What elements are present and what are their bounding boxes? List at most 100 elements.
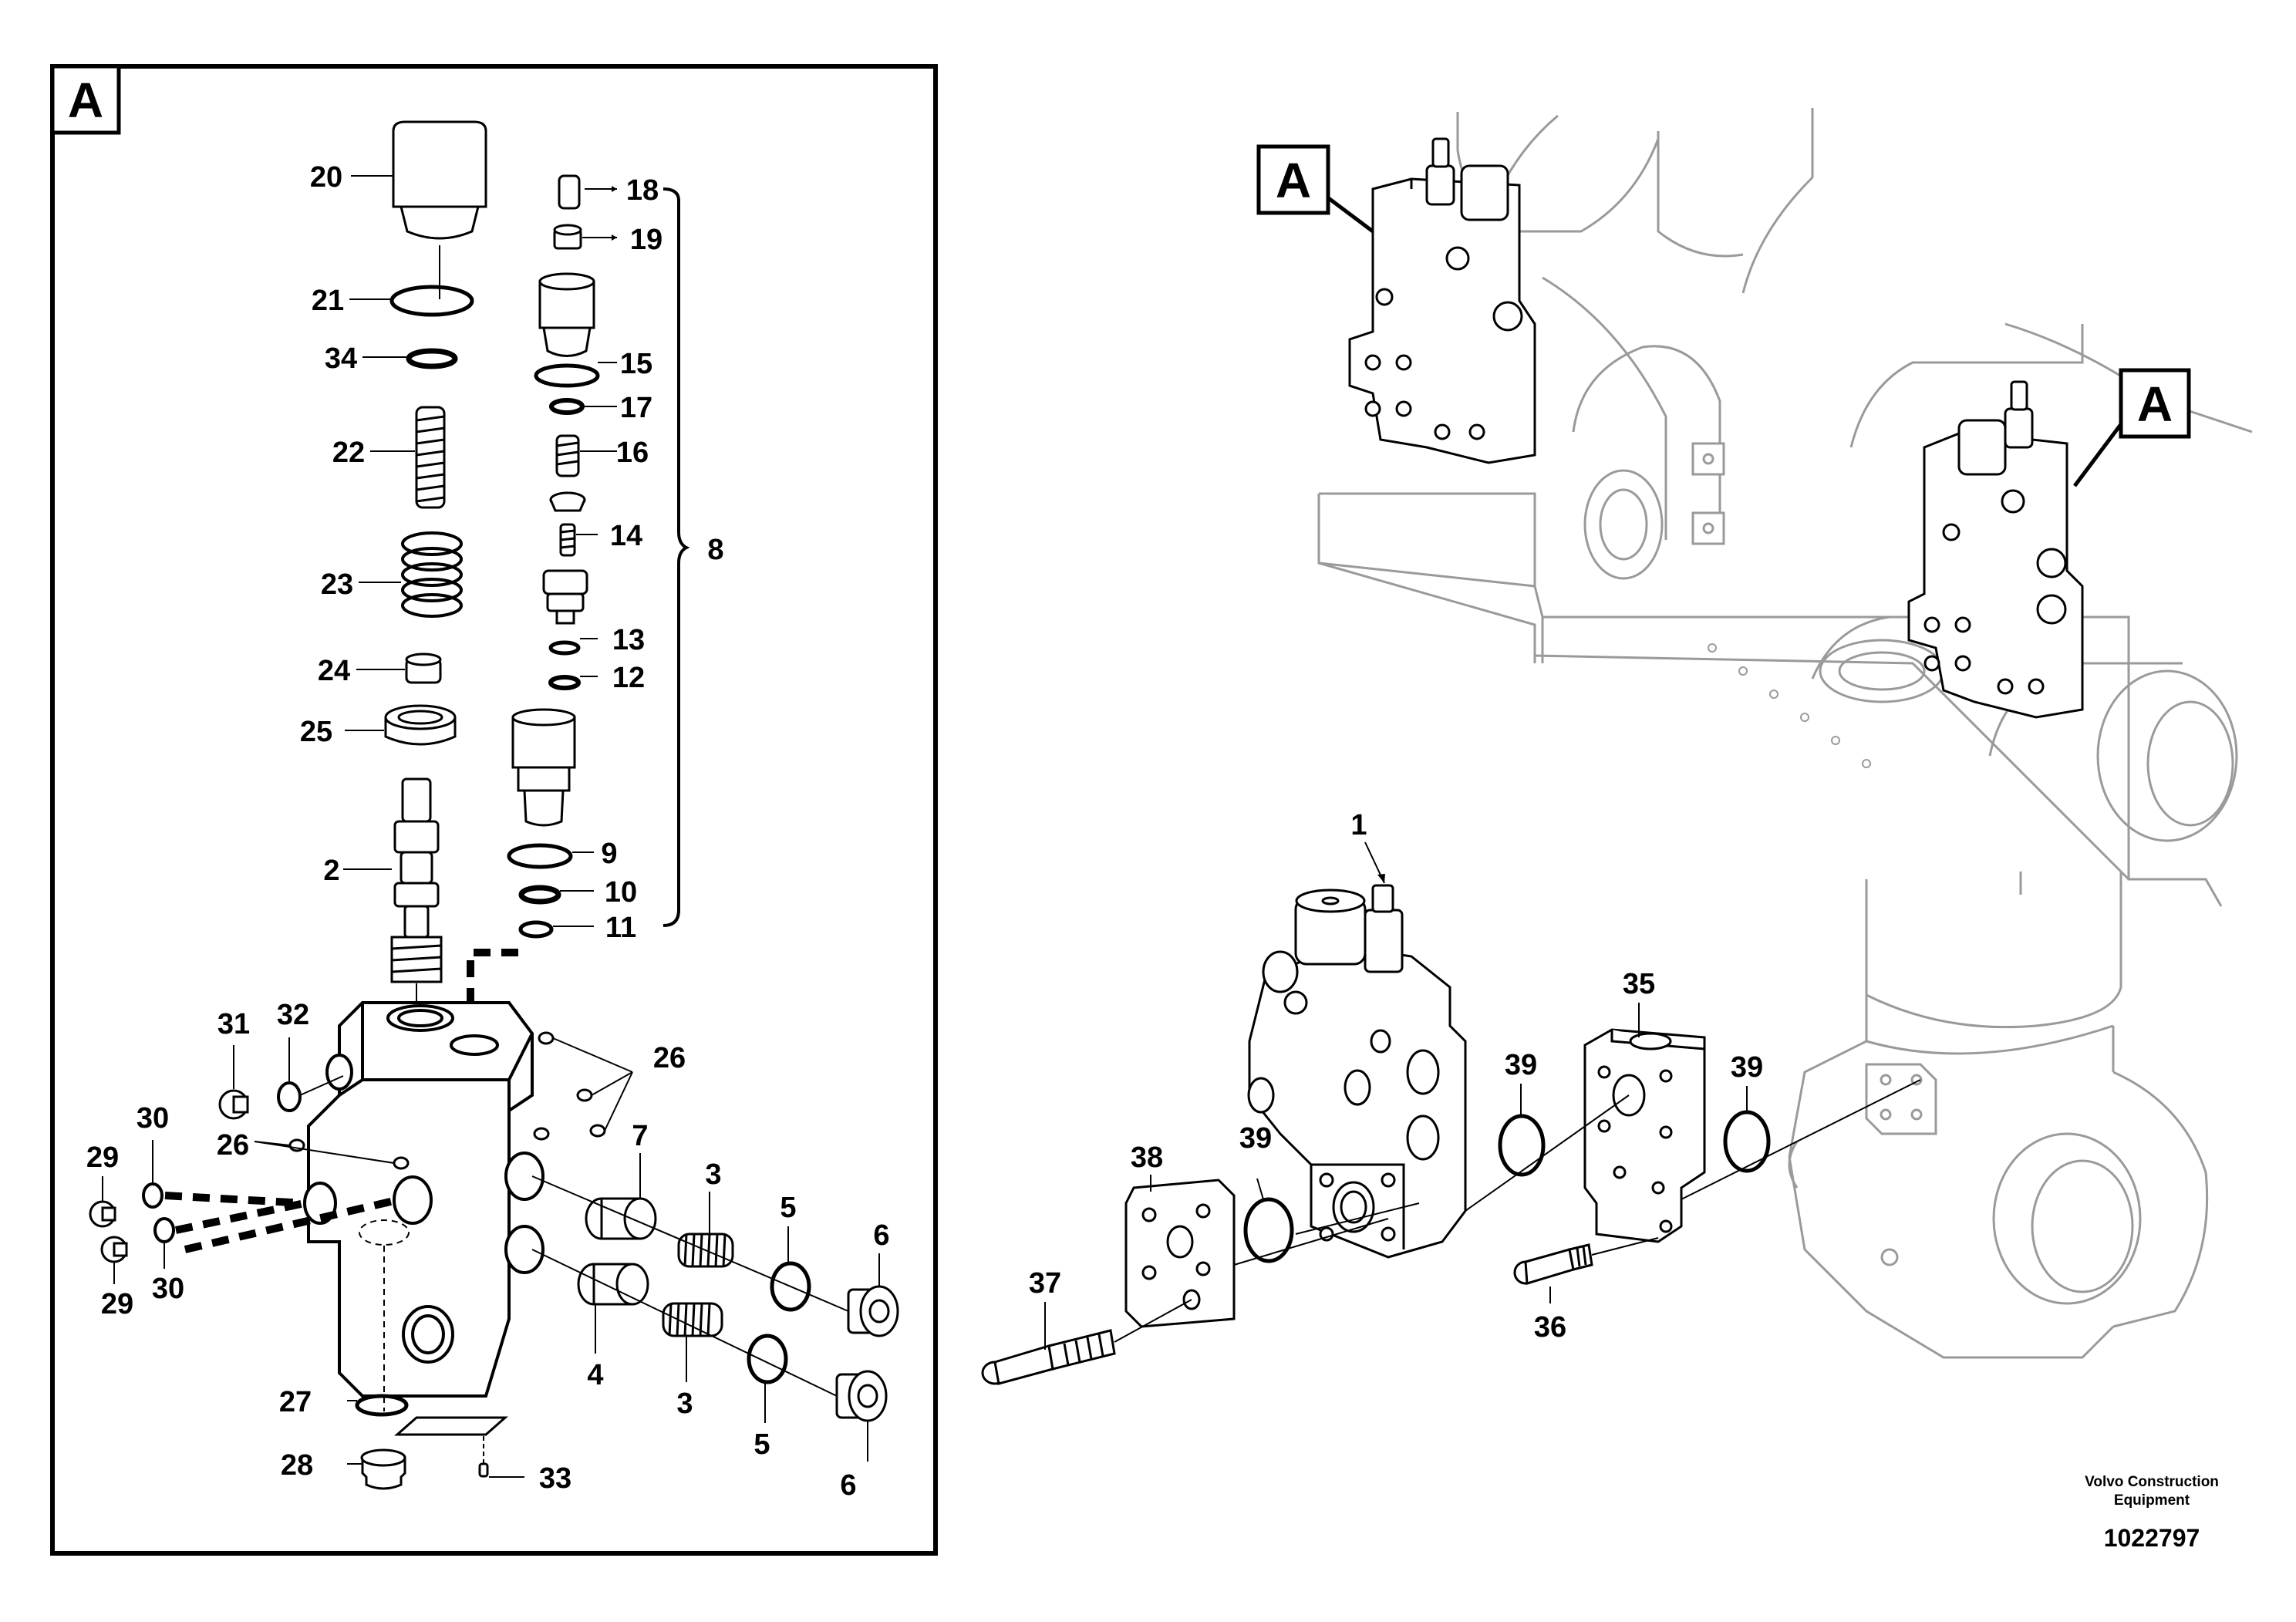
bolt-36 bbox=[1513, 1243, 1593, 1285]
plug-valve-top bbox=[538, 272, 595, 357]
plug-31 bbox=[218, 1089, 249, 1120]
callout-a-right: A bbox=[2137, 376, 2173, 432]
oring-5b bbox=[747, 1334, 788, 1384]
label-32: 32 bbox=[277, 999, 309, 1031]
oring-27 bbox=[355, 1394, 409, 1417]
oring-39-a bbox=[1243, 1197, 1294, 1263]
label-19: 19 bbox=[630, 224, 663, 256]
oring-39-b bbox=[1498, 1114, 1546, 1177]
spring-16 bbox=[555, 434, 580, 477]
label-14: 14 bbox=[610, 520, 642, 552]
label-39-c: 39 bbox=[1731, 1051, 1763, 1084]
company-name-line2: Equipment bbox=[2113, 1492, 2190, 1509]
label-4: 4 bbox=[587, 1359, 603, 1391]
label-5-top: 5 bbox=[780, 1192, 796, 1224]
bracket-8 bbox=[663, 187, 690, 927]
label-21: 21 bbox=[312, 285, 344, 317]
label-17: 17 bbox=[620, 392, 652, 424]
label-37: 37 bbox=[1029, 1267, 1061, 1300]
springs-3 bbox=[662, 1233, 734, 1337]
label-3-top: 3 bbox=[705, 1158, 721, 1191]
label-29-top: 29 bbox=[86, 1141, 119, 1174]
label-22: 22 bbox=[332, 437, 365, 469]
company-name-line1: Volvo Construction bbox=[2085, 1474, 2219, 1490]
label-38: 38 bbox=[1131, 1141, 1163, 1174]
label-24: 24 bbox=[318, 655, 350, 687]
label-30-bottom: 30 bbox=[152, 1273, 184, 1305]
oring-17 bbox=[549, 398, 585, 415]
label-10: 10 bbox=[605, 876, 637, 909]
oring-10 bbox=[518, 885, 561, 905]
piston-7 bbox=[585, 1197, 657, 1240]
callout-a-left: A bbox=[1276, 153, 1311, 208]
label-3-bottom: 3 bbox=[676, 1388, 693, 1420]
installed-valve-right bbox=[1907, 380, 2084, 719]
background-column bbox=[1788, 872, 2209, 1359]
valve-body bbox=[303, 1001, 544, 1398]
detail-a-tag bbox=[50, 64, 121, 135]
label-36: 36 bbox=[1534, 1311, 1566, 1344]
spool-2 bbox=[390, 777, 443, 983]
label-27: 27 bbox=[279, 1386, 312, 1418]
seat-24 bbox=[405, 653, 442, 684]
label-39-b: 39 bbox=[1505, 1049, 1537, 1081]
assembly-path bbox=[467, 949, 518, 1034]
block-35 bbox=[1583, 1028, 1706, 1243]
label-6-bottom: 6 bbox=[840, 1469, 856, 1502]
plugs-6 bbox=[835, 1285, 899, 1422]
installed-valve-left bbox=[1348, 137, 1536, 464]
label-23: 23 bbox=[321, 568, 353, 601]
oring-11 bbox=[518, 920, 554, 939]
label-8: 8 bbox=[707, 534, 723, 566]
oring-13 bbox=[548, 640, 581, 656]
detail-a-label: A bbox=[68, 73, 103, 128]
piston-4 bbox=[577, 1263, 649, 1306]
label-6-top: 6 bbox=[873, 1219, 889, 1252]
frame-bolts bbox=[1691, 442, 1725, 545]
oring-5a bbox=[770, 1261, 811, 1312]
oring-39-c bbox=[1723, 1110, 1771, 1173]
spring-23 bbox=[401, 531, 463, 618]
label-5-bottom: 5 bbox=[754, 1428, 770, 1461]
label-34: 34 bbox=[325, 342, 357, 375]
spring-22 bbox=[415, 406, 446, 509]
frame-holes bbox=[1708, 643, 1871, 768]
label-39-a: 39 bbox=[1239, 1122, 1272, 1155]
label-26-left: 26 bbox=[217, 1129, 249, 1162]
nut-19 bbox=[553, 224, 582, 250]
label-12: 12 bbox=[612, 662, 645, 694]
screws-26 bbox=[288, 1031, 606, 1170]
oring-12 bbox=[548, 675, 581, 690]
label-20: 20 bbox=[310, 161, 342, 194]
valve-assembly-1 bbox=[1247, 884, 1467, 1259]
label-11: 11 bbox=[605, 912, 636, 944]
poppet bbox=[549, 491, 586, 512]
spring-14 bbox=[559, 523, 576, 557]
label-30-top: 30 bbox=[137, 1102, 169, 1135]
oring-15 bbox=[534, 363, 600, 388]
label-16: 16 bbox=[616, 437, 649, 469]
label-9: 9 bbox=[601, 838, 617, 870]
cap-20 bbox=[392, 120, 487, 240]
label-2: 2 bbox=[323, 855, 339, 887]
drawing-number: 1022797 bbox=[2103, 1524, 2200, 1552]
plugs-29 bbox=[89, 1200, 128, 1263]
label-26-right: 26 bbox=[653, 1042, 686, 1074]
plug-28 bbox=[360, 1448, 406, 1490]
label-33: 33 bbox=[539, 1462, 571, 1495]
label-1: 1 bbox=[1350, 809, 1367, 841]
label-28: 28 bbox=[281, 1449, 313, 1482]
drawing-footer: Volvo Construction Equipment 1022797 bbox=[1998, 1473, 2296, 1553]
bolt-37 bbox=[981, 1329, 1116, 1385]
label-25: 25 bbox=[300, 716, 332, 748]
detail-frame bbox=[50, 64, 938, 1556]
label-18: 18 bbox=[626, 174, 659, 207]
label-35: 35 bbox=[1623, 968, 1655, 1000]
oring-32 bbox=[277, 1081, 302, 1112]
ring-25 bbox=[384, 704, 457, 746]
label-29-bottom: 29 bbox=[101, 1288, 133, 1320]
washer-34 bbox=[406, 348, 458, 369]
label-15: 15 bbox=[620, 348, 652, 380]
label-13: 13 bbox=[612, 624, 645, 656]
